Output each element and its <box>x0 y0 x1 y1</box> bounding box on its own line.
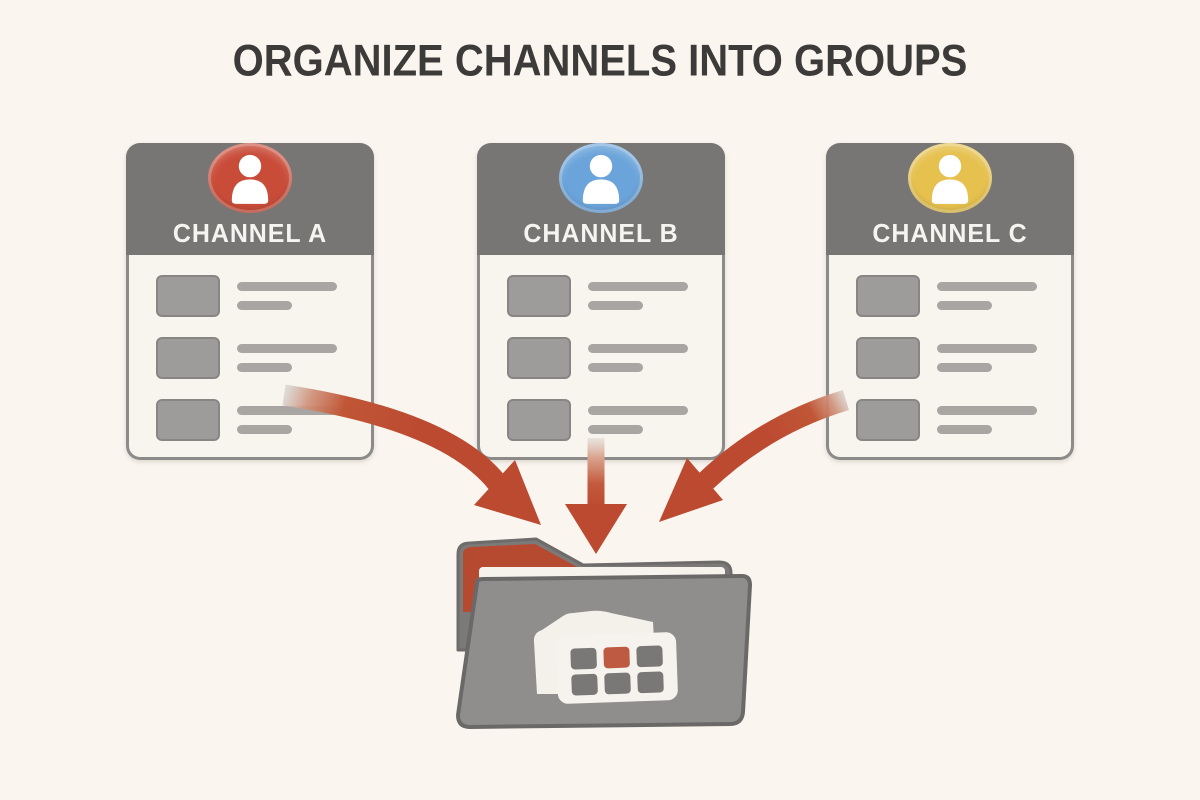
grid-cell <box>604 672 631 695</box>
group-folder-icon <box>456 537 752 729</box>
channel-b-header: CHANNEL B <box>477 143 725 255</box>
item-thumbnail <box>507 337 571 379</box>
item-thumbnail <box>507 399 571 441</box>
grid-cell <box>636 645 663 668</box>
item-thumbnail <box>856 275 920 317</box>
item-thumbnail <box>856 337 920 379</box>
folder-paper <box>479 567 725 580</box>
channel-b-avatar <box>559 143 643 213</box>
list-item <box>507 275 708 317</box>
grid-cell <box>571 673 598 696</box>
item-thumbnail <box>156 399 220 441</box>
item-thumbnail <box>156 337 220 379</box>
channel-a-avatar <box>208 143 292 213</box>
item-text-placeholder <box>937 399 1057 441</box>
item-thumbnail <box>856 399 920 441</box>
item-text-placeholder <box>588 337 708 379</box>
person-icon <box>931 154 969 204</box>
list-item <box>156 275 357 317</box>
arrowhead-icon <box>474 460 541 525</box>
item-text-placeholder <box>588 399 708 441</box>
channel-b-label: CHANNEL B <box>523 218 679 248</box>
arrowhead-icon <box>659 458 723 522</box>
item-text-placeholder <box>588 275 708 317</box>
folder-red-tab <box>463 544 579 612</box>
channel-c-header: CHANNEL C <box>826 143 1074 255</box>
list-item <box>507 337 708 379</box>
channel-card-a: CHANNEL A <box>126 137 374 460</box>
list-item <box>156 337 357 379</box>
list-item <box>856 399 1057 441</box>
person-icon <box>582 154 620 204</box>
channel-b-item-list <box>477 255 725 460</box>
list-item <box>156 399 357 441</box>
list-item <box>856 275 1057 317</box>
list-item <box>856 337 1057 379</box>
channel-c-label: CHANNEL C <box>872 218 1028 248</box>
channel-a-label: CHANNEL A <box>172 218 328 248</box>
channel-c-item-list <box>826 255 1074 460</box>
person-icon <box>231 154 269 204</box>
grid-cell <box>637 671 664 694</box>
item-text-placeholder <box>937 337 1057 379</box>
channel-a-header: CHANNEL A <box>126 143 374 255</box>
channel-a-item-list <box>126 255 374 460</box>
channel-card-c: CHANNEL C <box>826 137 1074 460</box>
channel-card-b: CHANNEL B <box>477 137 725 460</box>
arrowhead-icon <box>565 504 627 554</box>
item-text-placeholder <box>237 275 357 317</box>
grid-cell <box>570 647 597 670</box>
folder-back <box>456 537 733 652</box>
item-text-placeholder <box>237 337 357 379</box>
list-item <box>507 399 708 441</box>
folder-inner-sheet <box>533 610 657 694</box>
folder-front <box>456 574 752 729</box>
item-text-placeholder <box>937 275 1057 317</box>
channel-c-avatar <box>908 143 992 213</box>
grid-cell-accent <box>603 646 630 669</box>
folder-inner-card <box>556 632 678 704</box>
page-title: ORGANIZE CHANNELS INTO GROUPS <box>232 36 968 86</box>
item-thumbnail <box>156 275 220 317</box>
item-thumbnail <box>507 275 571 317</box>
item-text-placeholder <box>237 399 357 441</box>
